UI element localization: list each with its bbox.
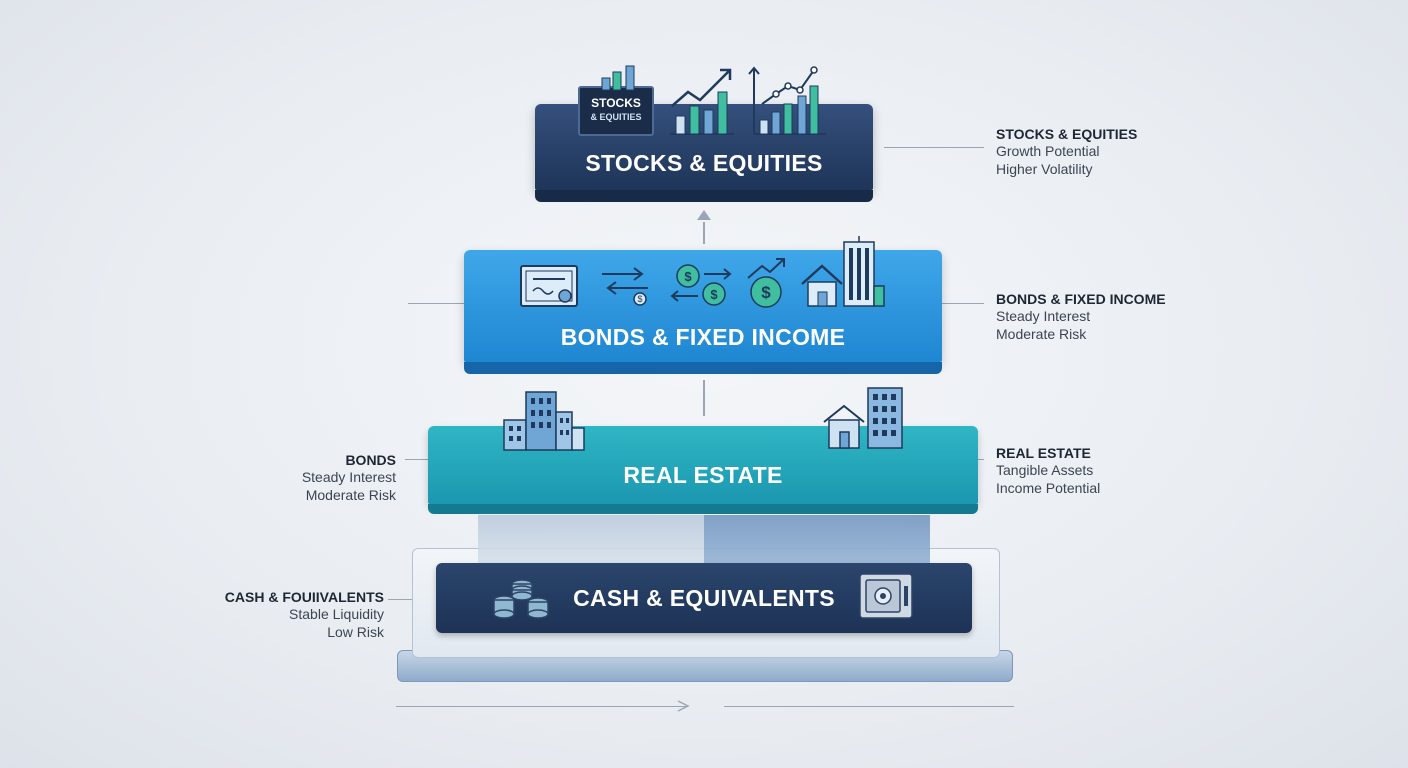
cash-connector-line — [388, 599, 426, 600]
house-building-icon — [823, 387, 903, 449]
cash-tier-title: CASH & EQUIVALENTS — [573, 585, 835, 611]
safe-icon — [859, 573, 913, 619]
real-estate-right-label-line1: Tangible Assets — [996, 462, 1094, 478]
coin-stack-icon — [493, 579, 549, 619]
bonds-left-label: BONDS Steady Interest Moderate Risk — [236, 452, 396, 504]
bonds-tier-edge — [464, 362, 942, 374]
bonds-left-label-line1: Steady Interest — [301, 469, 396, 485]
arrow-right-icon — [677, 700, 690, 712]
real-estate-right-label-title: REAL ESTATE — [996, 445, 1091, 461]
bonds-left-connector-line — [408, 303, 470, 304]
exchange-icon: $ — [602, 267, 648, 306]
line-chart-icon — [748, 66, 826, 135]
bonds-left-label-line2: Moderate Risk — [305, 487, 396, 503]
cash-left-label-title: CASH & FOUIIVALENTS — [224, 589, 384, 605]
certificate-icon — [520, 265, 578, 307]
bonds-right-label: BONDS & FIXED INCOME Steady Interest Mod… — [996, 291, 1166, 343]
bonds-right-connector-line — [938, 303, 984, 304]
bar-chart-icon — [601, 65, 635, 91]
dollar-exchange-icon: $ $ — [670, 264, 732, 306]
building-icon — [503, 391, 585, 451]
bottom-line-left — [396, 706, 686, 707]
svg-text:$: $ — [761, 283, 771, 302]
dollar-growth-icon: $ — [747, 258, 785, 308]
cash-left-label-line2: Low Risk — [327, 624, 384, 640]
stocks-badge-line1: STOCKS — [591, 96, 641, 110]
glass-panel-left — [478, 515, 704, 565]
vertical-connector — [703, 380, 705, 416]
arrow-up-icon — [697, 210, 711, 220]
vertical-connector-upper — [703, 222, 705, 244]
house-icon — [801, 264, 843, 307]
stocks-right-label-title: STOCKS & EQUITIES — [996, 126, 1138, 142]
real-estate-tier-title: REAL ESTATE — [623, 462, 783, 488]
stocks-tier-edge — [535, 190, 873, 202]
svg-text:$: $ — [637, 294, 642, 304]
trend-chart-icon — [670, 68, 734, 135]
bonds-left-lower-connector-line — [405, 459, 437, 460]
bonds-right-label-line2: Moderate Risk — [996, 326, 1087, 342]
stocks-right-label-line2: Higher Volatility — [996, 161, 1093, 177]
bonds-right-label-line1: Steady Interest — [996, 308, 1091, 324]
bonds-left-label-title: BONDS — [345, 452, 396, 468]
stocks-tier-title: STOCKS & EQUITIES — [585, 150, 823, 176]
real-estate-right-label-line2: Income Potential — [996, 480, 1101, 496]
stocks-badge-line2: & EQUITIES — [590, 112, 642, 122]
svg-text:$: $ — [710, 287, 718, 302]
tower-building-icon — [843, 236, 885, 307]
svg-text:$: $ — [684, 269, 692, 284]
real-estate-right-label: REAL ESTATE Tangible Assets Income Poten… — [996, 445, 1100, 497]
stocks-right-label-line1: Growth Potential — [996, 143, 1100, 159]
real-estate-tier-edge — [428, 504, 978, 514]
bonds-right-label-title: BONDS & FIXED INCOME — [996, 291, 1166, 307]
stocks-connector-line — [884, 147, 984, 148]
cash-left-label: CASH & FOUIIVALENTS Stable Liquidity Low… — [184, 589, 384, 641]
stocks-right-label: STOCKS & EQUITIES Growth Potential Highe… — [996, 126, 1137, 178]
stocks-badge: STOCKS & EQUITIES — [578, 86, 654, 136]
bonds-tier-title: BONDS & FIXED INCOME — [560, 324, 846, 350]
bottom-line-right — [724, 706, 1014, 707]
cash-left-label-line1: Stable Liquidity — [289, 606, 384, 622]
glass-panel-right — [704, 515, 930, 565]
